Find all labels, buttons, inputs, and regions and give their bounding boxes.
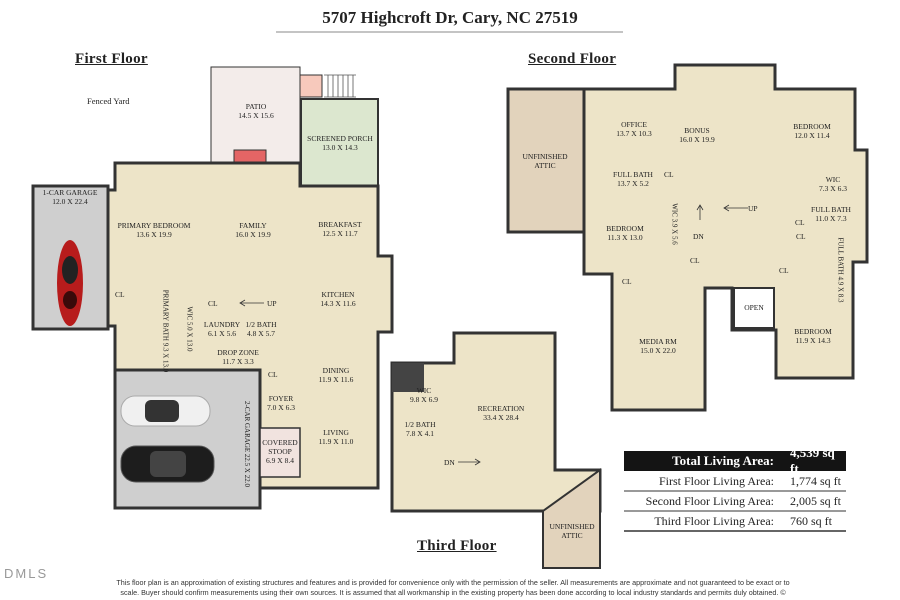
second-floor-heading: Second Floor	[528, 51, 617, 67]
third-unfinished-attic	[542, 468, 601, 569]
primary-bath-label: PRIMARY BATH 9.3 X 13.0	[161, 289, 170, 373]
closet-marker: CL	[115, 290, 125, 299]
closet-marker: CL	[208, 299, 218, 308]
third-attic-label: UNFINISHED ATTIC	[549, 522, 595, 540]
stair-arrows-second	[696, 204, 748, 220]
open-to-below	[733, 287, 775, 329]
second-attic-label: UNFINISHED ATTIC	[522, 152, 568, 170]
summary-row-second: Second Floor Living Area:2,005 sq ft	[645, 494, 841, 508]
closet-marker: CL	[622, 277, 632, 286]
stair-arrow-first	[239, 299, 264, 307]
third-floor-outline	[390, 331, 602, 513]
down-marker: DN	[444, 458, 455, 467]
red-car-icon	[57, 240, 83, 326]
deck-stairs	[324, 74, 356, 98]
closet-marker: CL	[268, 370, 278, 379]
hearth	[233, 149, 267, 164]
two-car-garage-area	[113, 368, 262, 510]
up-marker: UP	[748, 204, 758, 213]
closet-marker: CL	[795, 218, 805, 227]
closet-marker: CL	[796, 232, 806, 241]
step-landing	[299, 74, 323, 98]
wic-hatch	[392, 363, 424, 392]
black-car-icon	[120, 445, 215, 483]
up-marker: UP	[267, 299, 277, 308]
mls-logo: DMLS	[4, 566, 49, 581]
screened-porch-area	[300, 98, 379, 187]
third-floor-heading: Third Floor	[417, 538, 497, 554]
second-floor-outline	[582, 63, 869, 412]
disclaimer-text: This floor plan is an approximation of e…	[116, 578, 790, 597]
first-floor-heading: First Floor	[75, 51, 148, 67]
closet-marker: CL	[779, 266, 789, 275]
second-unfinished-attic	[506, 87, 586, 234]
stair-arrow-third	[458, 458, 481, 466]
two-car-garage-label: 2-CAR GARAGE 22.5 X 22.0	[242, 401, 251, 487]
closet-marker: CL	[690, 256, 700, 265]
open-label: OPEN	[744, 303, 764, 312]
summary-header-bar	[624, 451, 846, 471]
down-marker: DN	[693, 232, 704, 241]
wic-2b-label: WIC 3.9 X 5.6	[670, 203, 679, 245]
white-car-icon	[120, 395, 211, 427]
summary-row-first: First Floor Living Area:1,774 sq ft	[659, 474, 841, 488]
page-title: 5707 Highcroft Dr, Cary, NC 27519	[322, 8, 578, 27]
closet-marker: CL	[664, 170, 674, 179]
summary-row-total: Total Living Area:4,539 sq ft	[672, 444, 835, 476]
wic-first-label: WIC 5.0 X 13.0	[185, 306, 194, 352]
full-bath-2c-label: FULL BATH 4.9 X 8.3	[836, 237, 845, 303]
fenced-yard-label: Fenced Yard	[87, 96, 130, 106]
covered-stoop-area	[259, 427, 301, 478]
summary-row-third: Third Floor Living Area:760 sq ft	[654, 514, 832, 528]
